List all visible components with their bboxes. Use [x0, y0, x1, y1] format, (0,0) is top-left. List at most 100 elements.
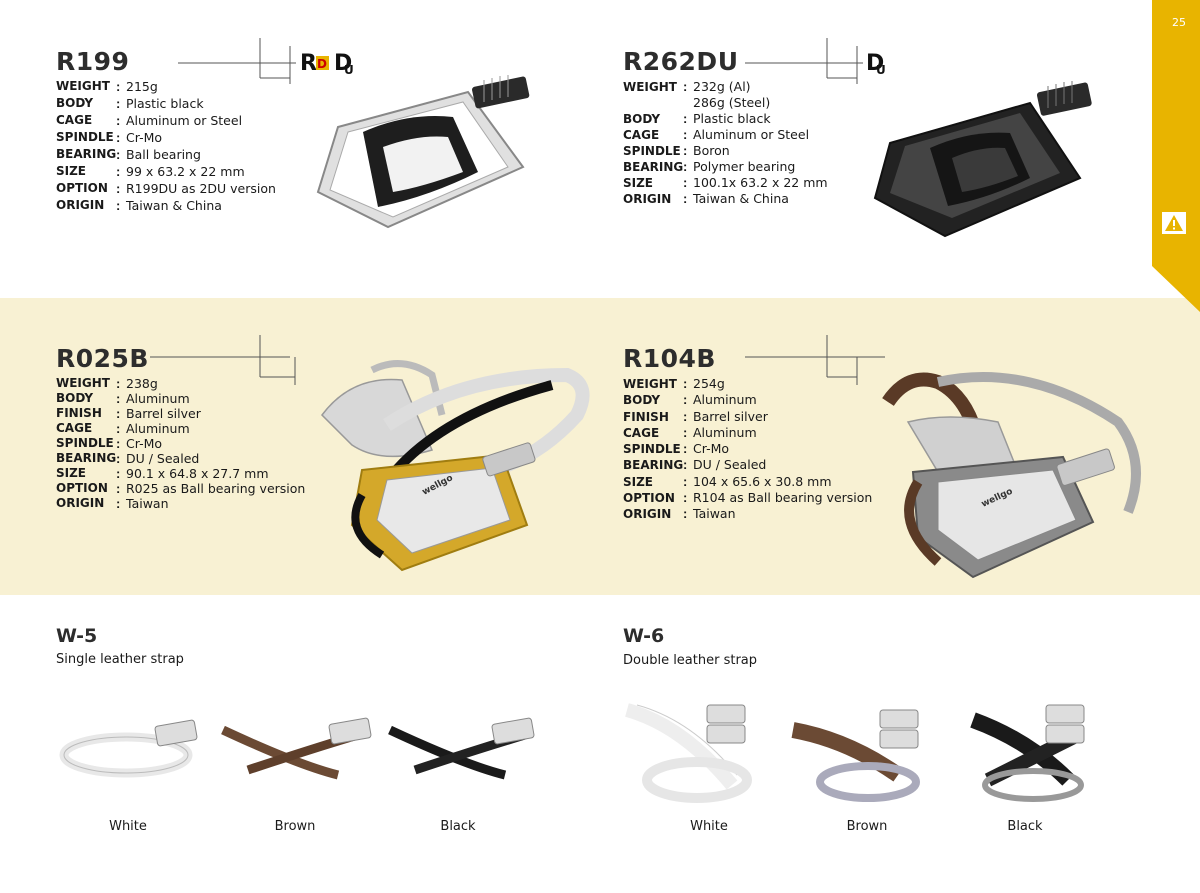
strap-subtitle-w5: Single leather strap — [56, 652, 184, 667]
strap-color-label: White — [690, 819, 728, 834]
spec-key: BEARING — [623, 160, 684, 174]
model-name: R104B — [623, 344, 716, 373]
spec-value: Aluminum — [126, 421, 190, 436]
spec-key: SIZE — [56, 466, 87, 480]
pedal-r199-image — [316, 75, 530, 229]
strap-color-label: White — [109, 819, 147, 834]
spec-key: ORIGIN — [56, 198, 105, 212]
model-name: R025B — [56, 344, 149, 373]
strap-w5-white-image — [59, 719, 198, 778]
spec-key: WEIGHT — [56, 376, 110, 390]
svg-text:D: D — [334, 51, 352, 76]
model-name: R199 — [56, 47, 130, 76]
rd-logo: R D D U — [300, 48, 362, 80]
strap-w6-black-image — [970, 704, 1085, 802]
spec-value: 99 x 63.2 x 22 mm — [126, 164, 245, 179]
product-r262du: R262DU WEIGHT:232g (Al) :286g (Steel) BO… — [623, 48, 828, 207]
strap-title-w5: W-5 — [56, 625, 98, 647]
spec-row: SIZE:100.1x 63.2 x 22 mm — [623, 175, 828, 190]
spec-value: 100.1x 63.2 x 22 mm — [693, 175, 828, 190]
spec-row: SPINDLE:Cr-Mo — [56, 130, 163, 145]
spec-value: Cr-Mo — [126, 130, 163, 145]
pedal-r262du-image — [873, 81, 1092, 238]
spec-key: FINISH — [623, 409, 669, 424]
spec-row: OPTION:R104 as Ball bearing version — [623, 490, 873, 506]
spec-value: Taiwan & China — [126, 198, 222, 213]
spec-row: ORIGIN:Taiwan — [56, 496, 169, 511]
spec-row: BEARING:Polymer bearing — [623, 159, 796, 174]
spec-row: WEIGHT:232g (Al) — [623, 79, 751, 94]
corner-lines — [745, 38, 863, 84]
product-r104b: R104B WEIGHT:254g BODY:Aluminum FINISH:B… — [623, 345, 872, 523]
du-logo: D U — [866, 48, 894, 80]
spec-value: Barrel silver — [693, 408, 768, 424]
strap-title-w6: W-6 — [623, 625, 665, 647]
spec-key: SPINDLE — [56, 436, 114, 450]
spec-key: SPINDLE — [56, 130, 114, 144]
spec-key: ORIGIN — [623, 507, 672, 522]
spec-key: ORIGIN — [56, 496, 105, 510]
spec-row: BODY:Aluminum — [623, 392, 757, 408]
strap-w5-brown-image — [221, 717, 372, 780]
spec-key: CAGE — [623, 425, 660, 440]
spec-key: OPTION — [56, 481, 108, 495]
spec-key: OPTION — [56, 181, 108, 195]
spec-row: BODY:Plastic black — [623, 111, 771, 126]
spec-key: OPTION — [623, 491, 675, 506]
spec-value: 254g — [693, 376, 725, 391]
spec-list: WEIGHT:232g (Al) :286g (Steel) BODY:Plas… — [623, 79, 828, 207]
spec-key: FINISH — [56, 406, 102, 420]
pedal-r025b-image: wellgo — [321, 360, 590, 572]
spec-list: WEIGHT:238g BODY:Aluminum FINISH:Barrel … — [56, 376, 305, 511]
strap-subtitle-w6: Double leather strap — [623, 653, 758, 668]
spec-value: 90.1 x 64.8 x 27.7 mm — [126, 466, 269, 481]
svg-text:R: R — [300, 51, 317, 76]
spec-key: BEARING — [56, 451, 117, 465]
corner-lines — [150, 335, 296, 385]
spec-key: SIZE — [56, 164, 87, 178]
spec-list: WEIGHT:254g BODY:Aluminum FINISH:Barrel … — [623, 376, 872, 523]
spec-value: R199DU as 2DU version — [126, 181, 276, 196]
spec-value: 286g (Steel) — [693, 95, 771, 110]
spec-key: BEARING — [623, 458, 684, 473]
spec-key: WEIGHT — [623, 377, 677, 391]
spec-row: WEIGHT:215g — [56, 79, 158, 94]
spec-value: Ball bearing — [126, 147, 201, 162]
spec-value: R104 as Ball bearing version — [693, 490, 873, 506]
corner-lines — [178, 38, 296, 84]
spec-key: WEIGHT — [623, 80, 677, 94]
spec-row: ORIGIN:Taiwan & China — [56, 198, 222, 213]
spec-row: ORIGIN:Taiwan — [623, 506, 736, 522]
spec-row: OPTION:R025 as Ball bearing version — [56, 481, 306, 496]
spec-value: Cr-Mo — [126, 436, 163, 451]
spec-key: CAGE — [623, 128, 660, 142]
spec-value: Taiwan — [693, 506, 736, 522]
spec-row: BODY:Plastic black — [56, 96, 204, 111]
spec-key: SIZE — [623, 474, 654, 489]
page-number: 25 — [1172, 16, 1186, 29]
spec-key: BODY — [56, 391, 94, 405]
spec-value: Polymer bearing — [693, 159, 796, 174]
model-name: R262DU — [623, 47, 739, 76]
spec-value: R025 as Ball bearing version — [126, 481, 306, 496]
corner-lines — [745, 335, 885, 385]
spec-key: SPINDLE — [623, 442, 681, 457]
spec-value: Cr-Mo — [693, 441, 730, 457]
spec-row: CAGE:Aluminum — [623, 424, 757, 440]
spec-row: BEARING:DU / Sealed — [623, 457, 767, 473]
spec-key: WEIGHT — [56, 79, 110, 93]
strap-color-label: Brown — [846, 819, 888, 834]
spec-row: CAGE:Aluminum or Steel — [56, 113, 243, 128]
strap-color-label: Black — [440, 819, 476, 834]
spec-value: 238g — [126, 376, 158, 391]
svg-text:D: D — [866, 51, 884, 76]
spec-value: Taiwan — [126, 496, 169, 511]
svg-text:U: U — [876, 63, 886, 76]
spec-row: SIZE:90.1 x 64.8 x 27.7 mm — [56, 466, 269, 481]
spec-key: SPINDLE — [623, 144, 681, 158]
pedal-r104b-image: wellgo — [882, 372, 1141, 579]
svg-text:U: U — [344, 63, 354, 76]
spec-row: BODY:Aluminum — [56, 391, 190, 406]
spec-key: CAGE — [56, 421, 93, 435]
spec-value: DU / Sealed — [126, 451, 200, 466]
